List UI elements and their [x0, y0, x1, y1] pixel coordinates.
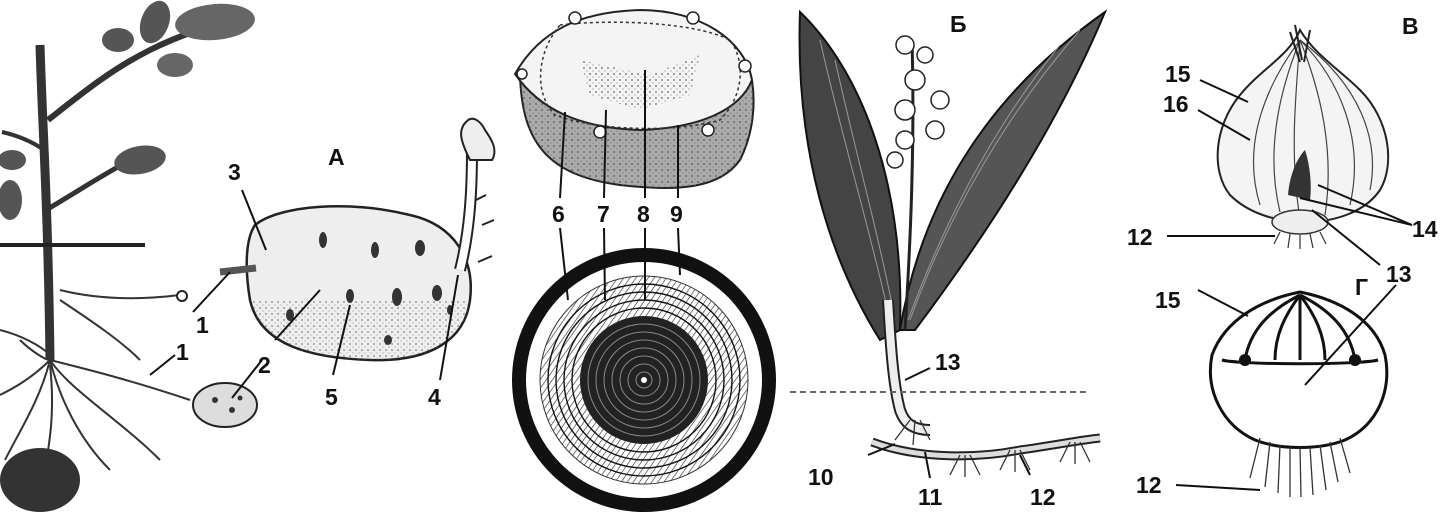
label-8: 8 [637, 201, 650, 227]
label-5: 5 [325, 384, 338, 410]
leader-lines [149, 70, 1413, 491]
label-12-corm: 12 [1136, 472, 1162, 498]
label-16: 16 [1163, 91, 1189, 117]
lily-of-the-valley-illustration [790, 9, 1108, 477]
onion-bulb-illustration [1216, 24, 1390, 249]
label-13-onion: 13 [1386, 261, 1412, 287]
label-4: 4 [428, 384, 441, 410]
label-1-plant: 1 [176, 339, 189, 365]
tree-trunk-section [512, 248, 776, 512]
panel-label-b: Б [950, 11, 967, 37]
panel-label-g: Г [1355, 274, 1368, 300]
label-10: 10 [808, 464, 834, 490]
label-7: 7 [597, 201, 610, 227]
potato-plant-illustration [0, 0, 258, 512]
label-11: 11 [918, 484, 943, 510]
label-15-onion: 15 [1165, 61, 1191, 87]
label-14: 14 [1412, 216, 1438, 242]
label-2-large-tuber: 2 [258, 352, 271, 378]
panel-label-v: В [1402, 13, 1419, 39]
label-3: 3 [228, 159, 241, 185]
label-9: 9 [670, 201, 683, 227]
corm-illustration [1209, 290, 1389, 498]
label-6: 6 [552, 201, 565, 227]
label-12-lily: 12 [1030, 484, 1056, 510]
label-15-corm: 15 [1155, 287, 1181, 313]
panel-label-a: А [328, 144, 345, 170]
label-1-tuber: 1 [196, 312, 209, 338]
label-13-lily: 13 [935, 349, 961, 375]
label-12-onion: 12 [1127, 224, 1153, 250]
stem-section-block [513, 8, 755, 189]
